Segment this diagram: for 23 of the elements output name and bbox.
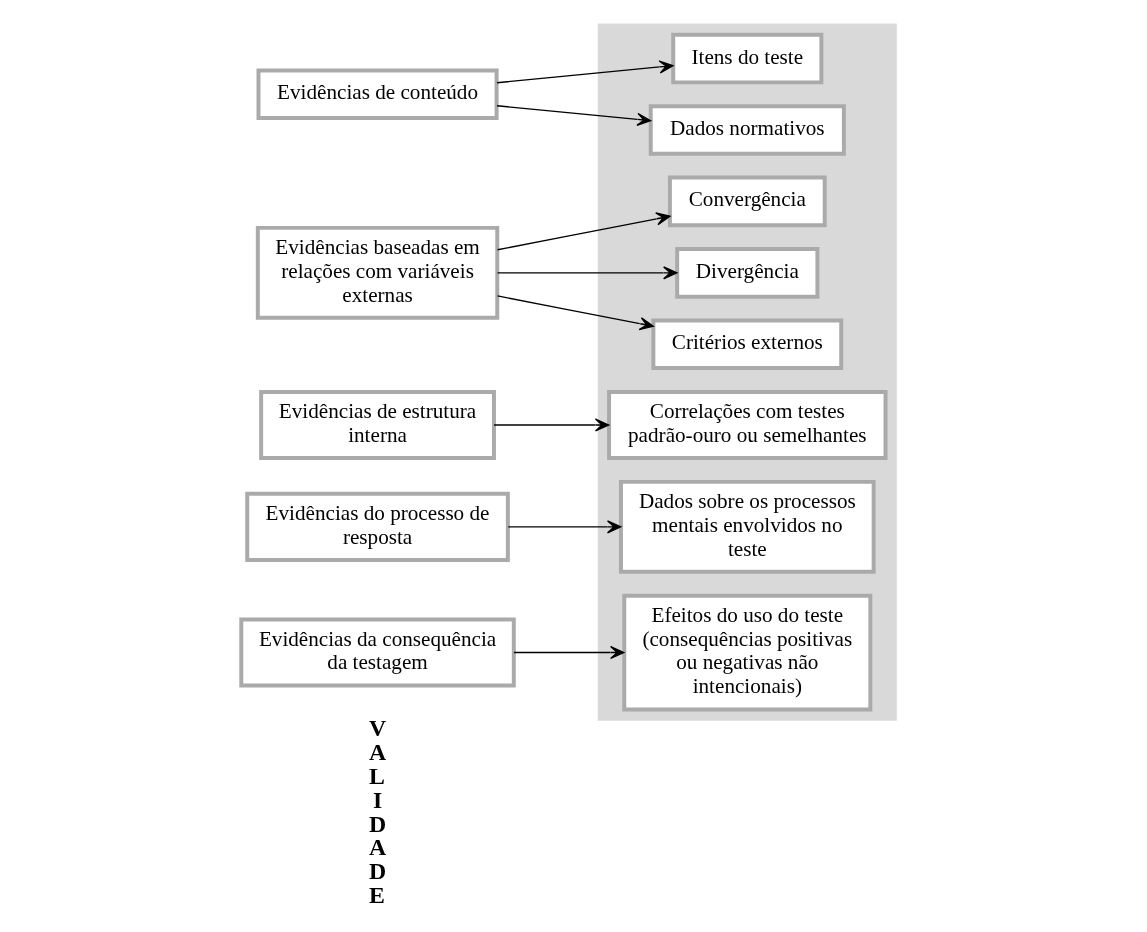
node-box: Divergência (674, 247, 819, 299)
arrow (495, 105, 651, 126)
arrow (496, 212, 670, 251)
node-box: Convergência (667, 175, 827, 228)
arrow (512, 645, 625, 660)
arrow (496, 295, 654, 331)
node-box: Evidências de conteúdo (256, 68, 499, 121)
node-box: Efeitos do uso do teste (consequências positivas ou negativas não intencionais) (621, 593, 872, 712)
arrow (495, 60, 674, 84)
node-box: Evidências do processo de resposta (244, 491, 510, 562)
node-box: Dados normativos (648, 104, 846, 156)
node-box: Dados sobre os processos mentais envolvidos no teste (618, 479, 876, 574)
label: VALIDADE (368, 715, 386, 909)
node-box: Critérios externos (650, 318, 843, 371)
node-box: Evidências da consequência da testagem (238, 617, 516, 688)
cluster (597, 23, 897, 721)
node-box: Evidências de estrutura interna (258, 389, 496, 461)
node-box: Itens do teste (670, 32, 823, 85)
node-box: Correlações com testes padrão-ouro ou semelhantes (606, 389, 888, 461)
arrow (492, 418, 609, 432)
arrow (507, 520, 621, 534)
node-box: Evidências baseadas em relações com variáveis externas (255, 225, 499, 320)
arrow (496, 266, 678, 280)
